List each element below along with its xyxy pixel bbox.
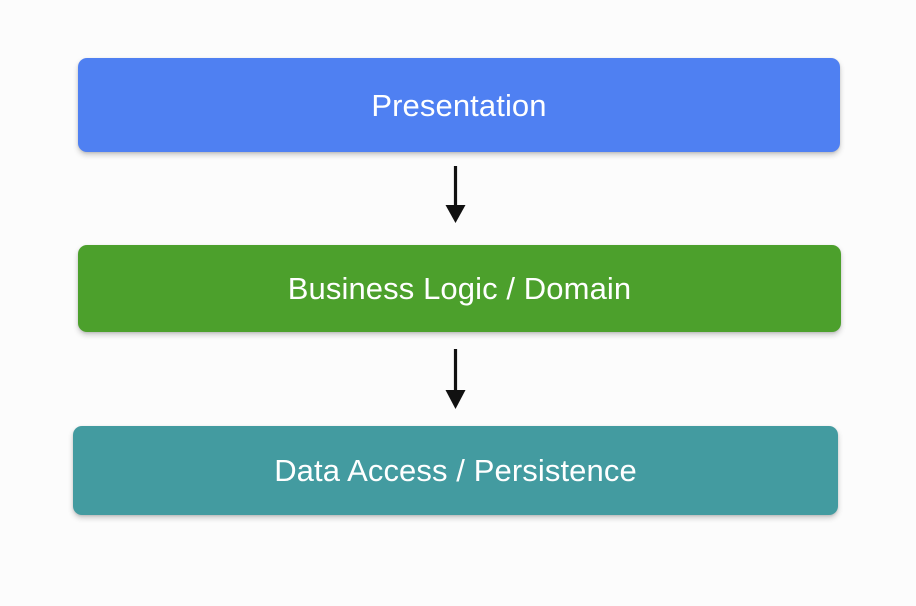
layer-label-presentation: Presentation bbox=[371, 87, 547, 123]
arrow-head-presentation-to-business bbox=[445, 205, 466, 223]
layer-box-presentation[interactable]: Presentation bbox=[78, 58, 840, 152]
layer-label-data-access-persistence: Data Access / Persistence bbox=[274, 453, 637, 488]
arrow-head-business-to-data bbox=[445, 390, 466, 409]
layer-label-business-logic-domain: Business Logic / Domain bbox=[287, 271, 632, 306]
layer-box-data-access-persistence[interactable]: Data Access / Persistence bbox=[73, 426, 838, 515]
layer-box-business-logic-domain[interactable]: Business Logic / Domain bbox=[78, 245, 841, 332]
